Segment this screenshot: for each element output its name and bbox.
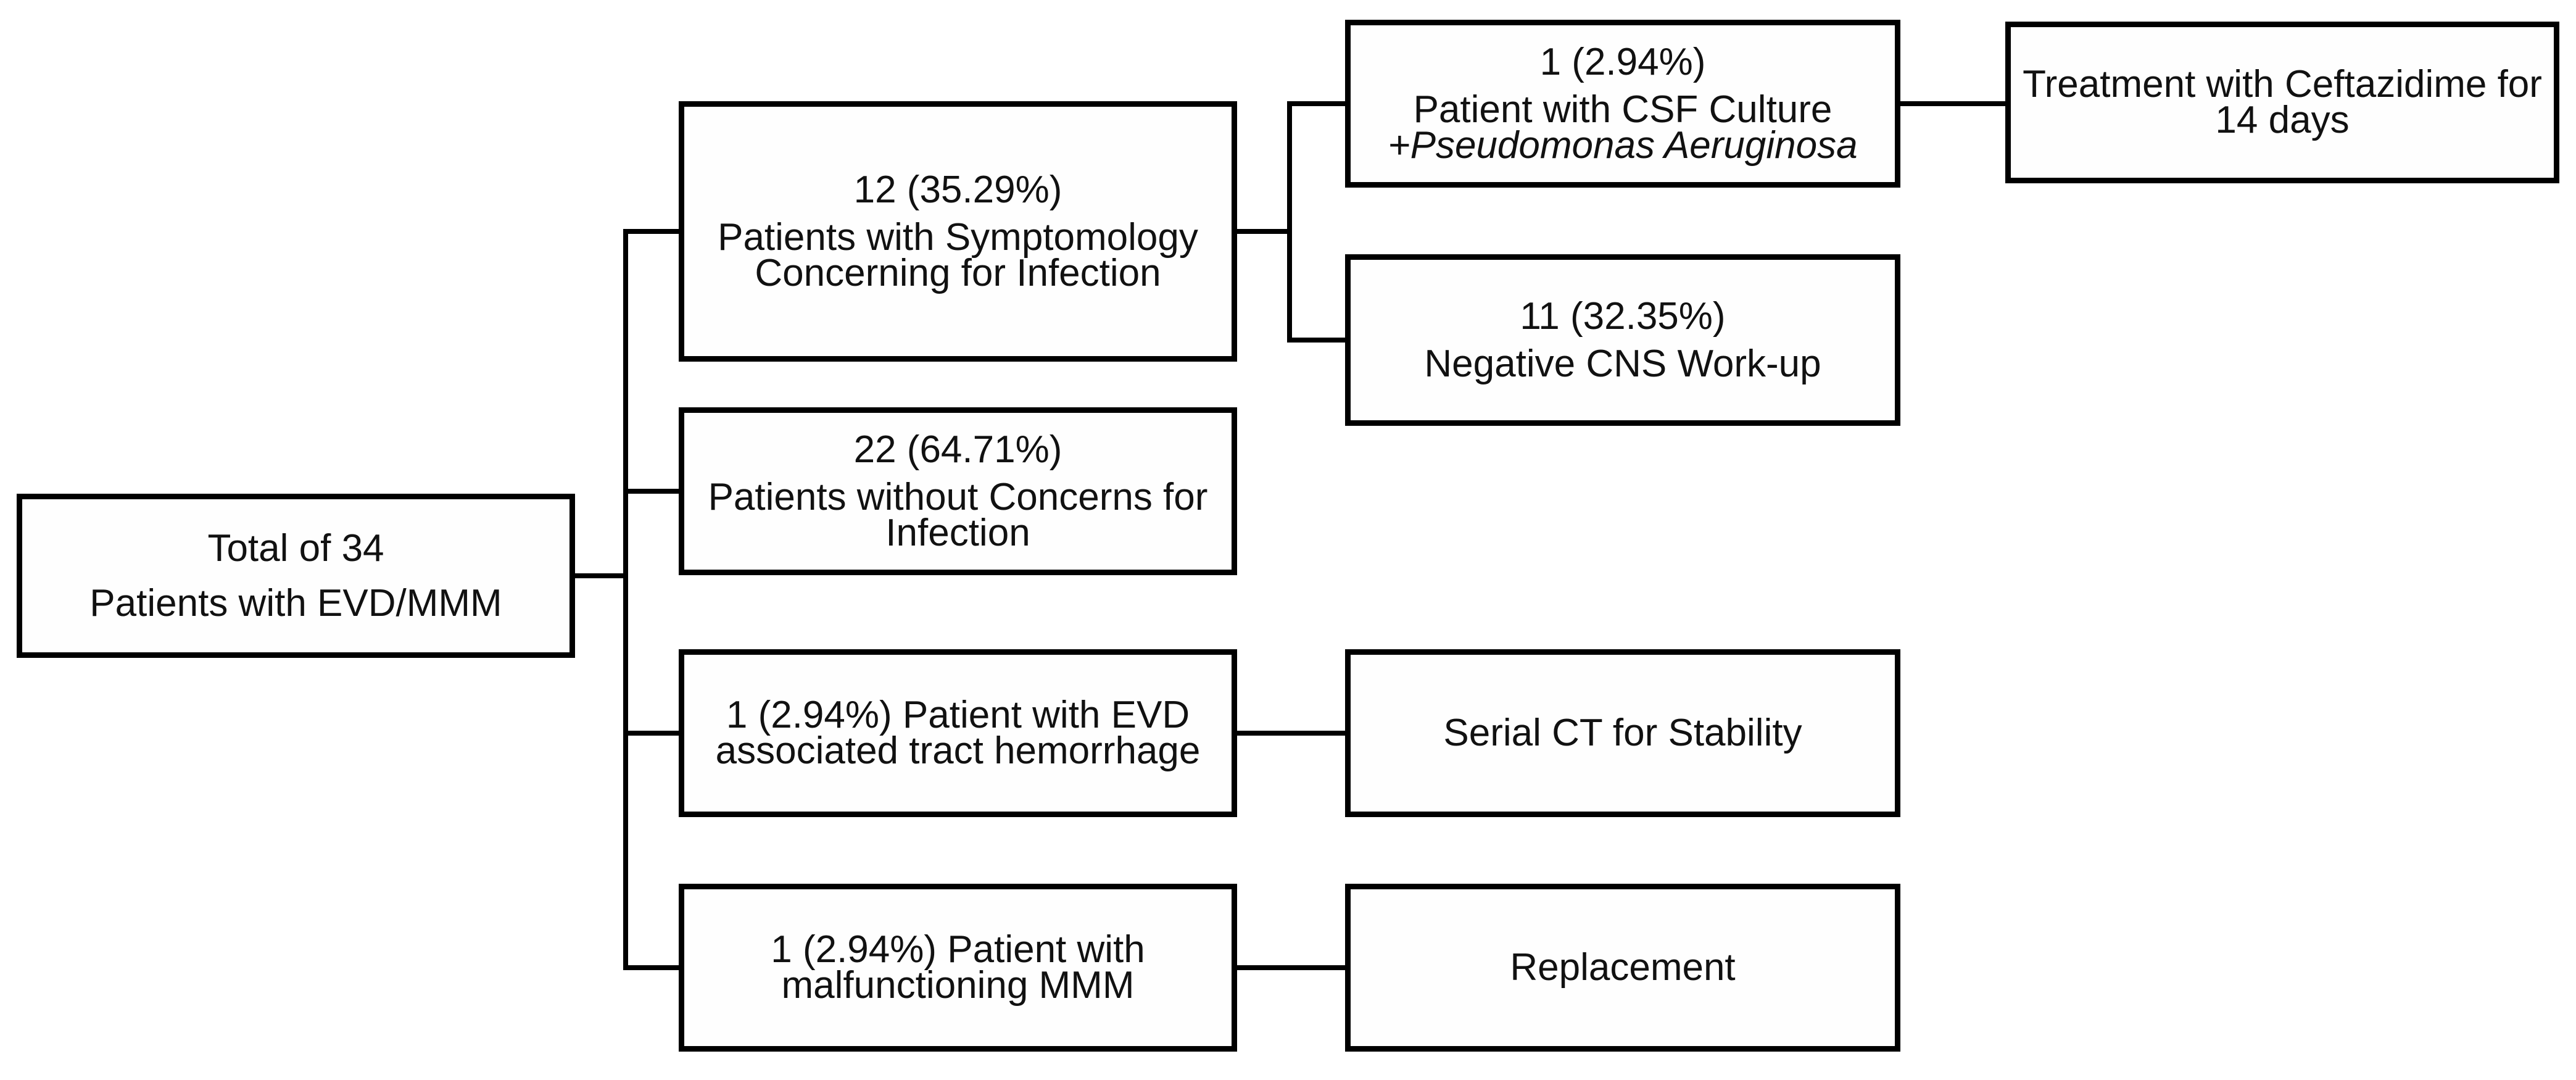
stub-without-concerns <box>623 489 680 494</box>
node-text-line: 11 (32.35%) <box>1520 294 1726 338</box>
node-text-line: Replacement <box>1510 946 1736 989</box>
node-text-line: Patients with EVD/MMM <box>89 581 502 625</box>
trunk-symptomology-children <box>1287 101 1292 343</box>
stub-csf-culture <box>1287 101 1346 106</box>
stub-negative-cns <box>1287 338 1346 343</box>
node-text-line: Total of 34 <box>207 526 384 570</box>
connector-total-trunk <box>573 573 627 578</box>
stub-symptomology <box>623 229 680 234</box>
stub-malfunctioning-mmm <box>623 965 680 970</box>
node-text-line: Patient with CSF Culture <box>1413 88 1833 131</box>
node-text-line: Patients with Symptomology <box>718 215 1198 259</box>
node-text-line: 1 (2.94%) Patient with EVD <box>726 694 1190 736</box>
node-text-line: 1 (2.94%) Patient with <box>771 928 1145 971</box>
node-negative-cns-workup: 11 (32.35%) Negative CNS Work-up <box>1345 254 1900 426</box>
node-ceftazidime-treatment: Treatment with Ceftazidime for 14 days <box>2005 22 2559 183</box>
node-serial-ct: Serial CT for Stability <box>1345 649 1900 817</box>
node-malfunctioning-mmm: 1 (2.94%) Patient with malfunctioning MM… <box>679 884 1237 1052</box>
node-text-line: 14 days <box>2215 99 2350 141</box>
node-text-line: malfunctioning MMM <box>781 964 1135 1007</box>
node-text-line: Patients without Concerns for <box>708 475 1208 518</box>
node-text-line-italic: +Pseudomonas Aeruginosa <box>1388 123 1858 167</box>
stub-tract-hemorrhage <box>623 731 680 736</box>
node-tract-hemorrhage: 1 (2.94%) Patient with EVD associated tr… <box>679 649 1237 817</box>
node-text-line: Concerning for Infection <box>755 251 1161 294</box>
node-replacement: Replacement <box>1345 884 1900 1052</box>
node-text-line: associated tract hemorrhage <box>715 729 1201 772</box>
node-text-line: Serial CT for Stability <box>1443 712 1802 754</box>
node-total-evd-mmm: Total of 34 Patients with EVD/MMM <box>17 494 575 658</box>
node-text-line: 1 (2.94%) <box>1539 40 1706 83</box>
node-csf-culture-positive: 1 (2.94%) Patient with CSF Culture +Pseu… <box>1345 20 1900 188</box>
node-text-line: Infection <box>885 511 1030 554</box>
node-symptomology-concern: 12 (35.29%) Patients with Symptomology C… <box>679 101 1237 362</box>
node-text-line: Treatment with Ceftazidime for <box>2023 63 2542 106</box>
connector-hemorrhage-serialct <box>1236 731 1346 736</box>
trunk-total-children <box>623 229 628 970</box>
node-text-line: Negative CNS Work-up <box>1424 342 1821 385</box>
connector-malfunctioning-replacement <box>1236 965 1346 970</box>
node-text-line: 22 (64.71%) <box>853 428 1062 471</box>
connector-csf-treatment <box>1898 101 2007 106</box>
connector-symptomology-trunk <box>1236 229 1291 234</box>
node-without-concerns: 22 (64.71%) Patients without Concerns fo… <box>679 407 1237 575</box>
node-text-line: 12 (35.29%) <box>853 168 1062 211</box>
